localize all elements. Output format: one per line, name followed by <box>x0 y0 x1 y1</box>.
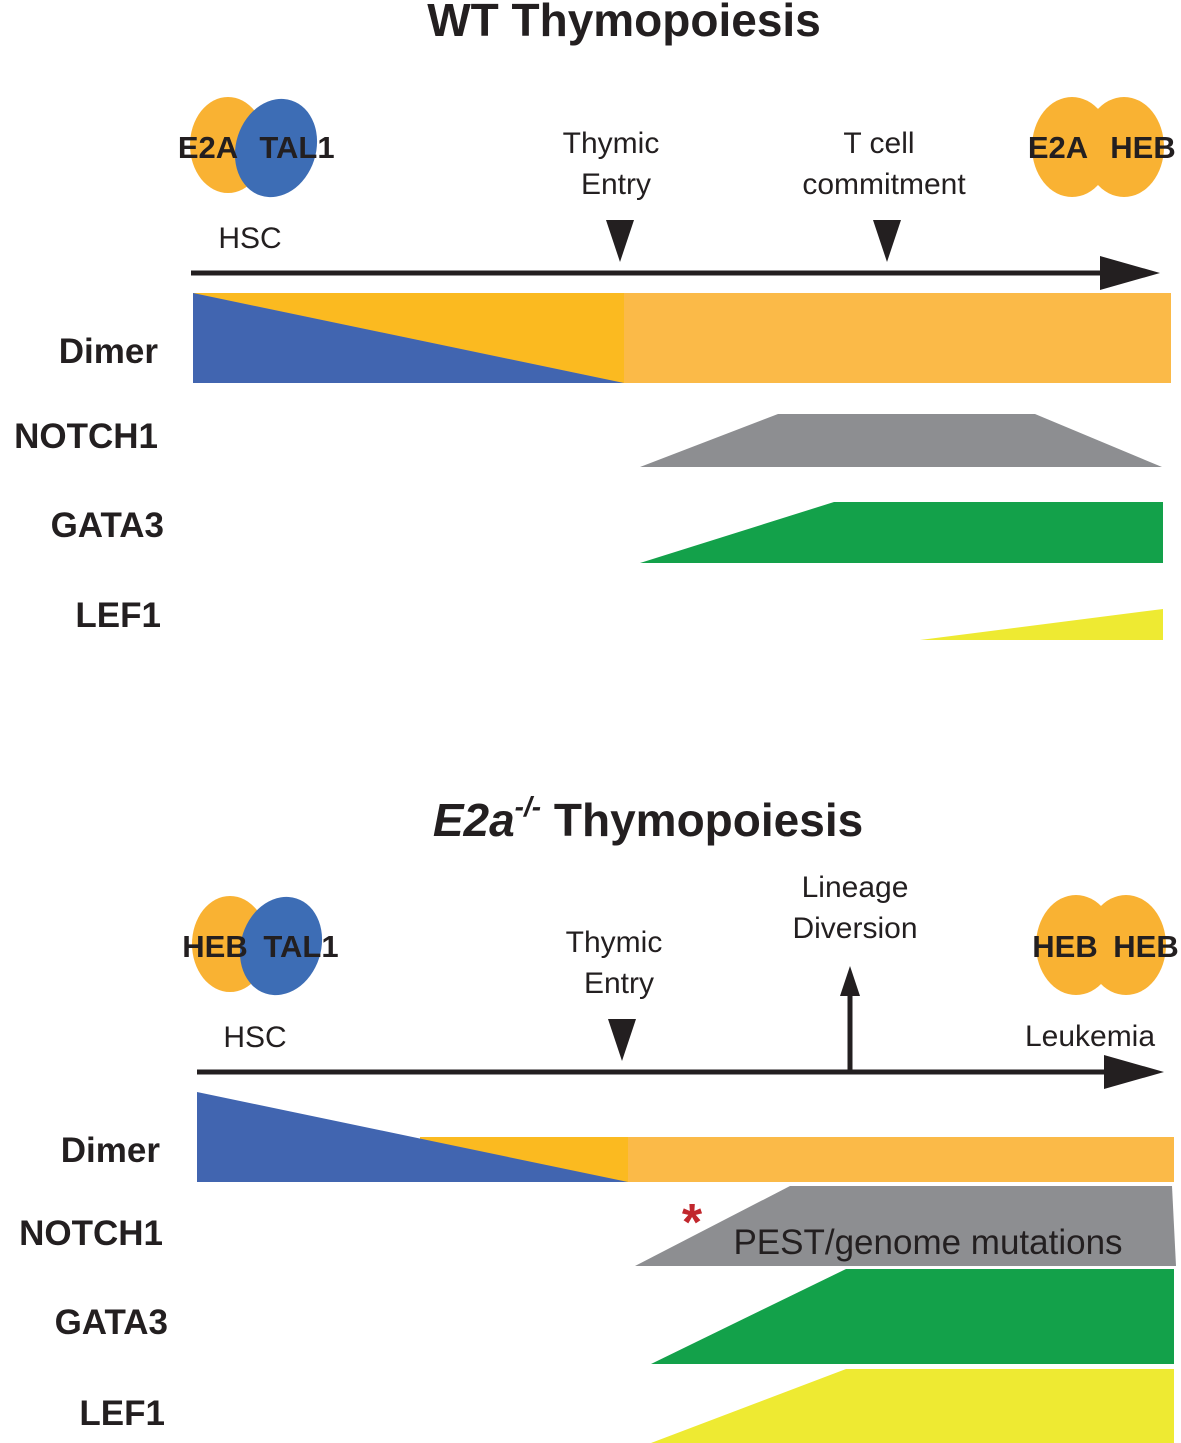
ko-tal1-oval <box>239 896 323 996</box>
ko-left-dimer-b: TAL1 <box>263 929 338 964</box>
ko-diversion-arrowhead-icon <box>840 966 860 996</box>
wt-row-notch1: NOTCH1 <box>14 417 158 456</box>
ko-lef1-shape <box>651 1369 1174 1443</box>
ko-timeline-arrowhead-icon <box>1104 1055 1164 1089</box>
ko-left-dimer-icon: HEB TAL1 <box>182 896 339 996</box>
wt-notch1-shape <box>640 414 1162 467</box>
wt-heb-oval-right <box>1084 97 1164 197</box>
ko-right-dimer-a: HEB <box>1032 929 1097 964</box>
ko-panel: E2a-/- Thymopoiesis HEB TAL1 HEB HEB HSC… <box>19 791 1179 1443</box>
ko-thymic-entry-line2: Entry <box>584 967 654 1000</box>
wt-commitment-line2: commitment <box>802 168 966 201</box>
ko-dimer-tal1-wedge <box>197 1092 628 1182</box>
wt-row-gata3: GATA3 <box>51 506 164 545</box>
wt-thymic-entry-line2: Entry <box>581 168 651 201</box>
ko-mutation-text: PEST/genome mutations <box>733 1223 1122 1262</box>
ko-diversion-line2: Diversion <box>792 912 917 945</box>
wt-commitment-marker-icon <box>873 220 901 262</box>
wt-row-dimer: Dimer <box>59 332 159 371</box>
ko-row-gata3: GATA3 <box>55 1303 168 1342</box>
wt-right-dimer-icon: E2A HEB <box>1028 97 1176 197</box>
wt-dimer-tal1-wedge <box>193 293 624 383</box>
ko-row-lef1: LEF1 <box>79 1394 165 1433</box>
wt-right-dimer-a: E2A <box>1028 130 1088 165</box>
wt-left-dimer-b: TAL1 <box>259 130 334 165</box>
ko-left-dimer-a: HEB <box>182 929 247 964</box>
ko-diversion-line1: Lineage <box>802 871 909 904</box>
wt-right-dimer-b: HEB <box>1110 130 1175 165</box>
wt-panel: WT Thymopoiesis E2A TAL1 E2A HEB HSC Thy… <box>14 0 1176 640</box>
ko-row-notch1: NOTCH1 <box>19 1214 163 1253</box>
ko-hsc-label: HSC <box>223 1021 286 1054</box>
wt-left-dimer-a: E2A <box>178 130 238 165</box>
ko-thymic-entry-marker-icon <box>608 1019 636 1061</box>
ko-notch1-shape <box>635 1186 1176 1266</box>
wt-hsc-label: HSC <box>218 222 281 255</box>
wt-thymic-entry-line1: Thymic <box>563 127 660 160</box>
ko-right-dimer-b: HEB <box>1113 929 1178 964</box>
ko-title-italic: E2a <box>433 794 515 846</box>
ko-row-dimer: Dimer <box>61 1131 161 1170</box>
ko-title-sup: -/- <box>515 791 541 822</box>
ko-gata3-shape <box>651 1269 1174 1364</box>
ko-title-rest: Thymopoiesis <box>541 794 863 846</box>
wt-gata3-shape <box>640 502 1163 563</box>
ko-mutation-star: * <box>682 1194 703 1252</box>
wt-commitment-line1: T cell <box>843 127 914 160</box>
wt-title: WT Thymopoiesis <box>427 0 821 46</box>
wt-lef1-shape <box>920 609 1163 640</box>
wt-left-dimer-icon: E2A TAL1 <box>178 97 335 198</box>
wt-tal1-oval <box>234 98 318 198</box>
ko-leukemia-label: Leukemia <box>1025 1020 1155 1053</box>
ko-thymic-entry-line1: Thymic <box>566 926 663 959</box>
ko-heb-oval-right-b <box>1086 895 1166 995</box>
wt-row-lef1: LEF1 <box>75 596 161 635</box>
ko-dimer-heb-bar <box>628 1137 1174 1182</box>
ko-title: E2a-/- Thymopoiesis <box>433 791 863 846</box>
wt-thymic-entry-marker-icon <box>606 220 634 262</box>
wt-timeline-arrowhead-icon <box>1100 256 1160 290</box>
ko-right-dimer-icon: HEB HEB <box>1032 895 1179 995</box>
